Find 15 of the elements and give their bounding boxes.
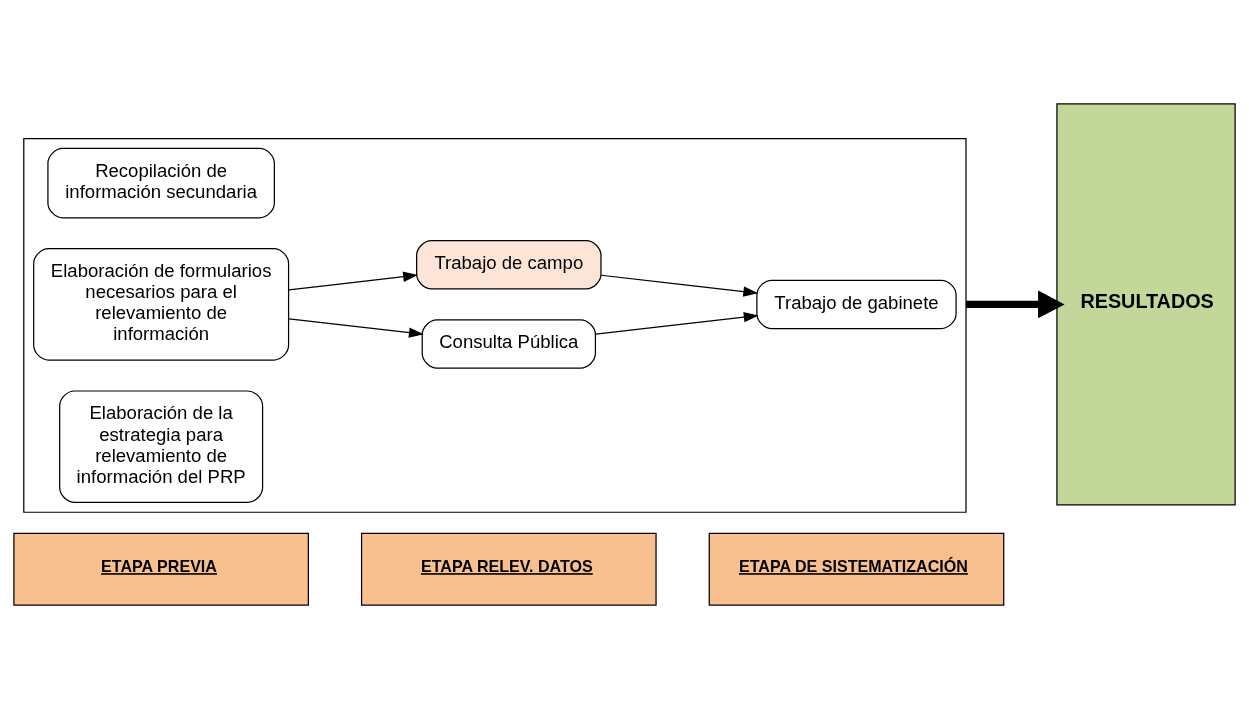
node-box: Elaboración de la estrategia para relevamiento de información del PRP (59, 389, 264, 503)
cluster (23, 137, 967, 513)
arrow (288, 271, 418, 290)
arrow (595, 311, 759, 335)
node-box: Elaboración de formularios necesarios para el relevamiento de información (33, 247, 290, 361)
arrow (288, 317, 424, 338)
node-box: Trabajo de campo (416, 239, 602, 290)
node-box: ETAPA DE SISTEMATIZACIÓN (708, 532, 1005, 606)
node-box: Consulta Pública (421, 318, 597, 369)
node-box: RESULTADOS (1056, 102, 1236, 505)
node-box: Trabajo de gabinete (756, 279, 957, 329)
node-box: Recopilación de información secundaria (47, 147, 275, 218)
arrow (600, 274, 759, 297)
node-box: ETAPA PREVIA (13, 532, 309, 606)
node-box: ETAPA RELEV. DATOS (360, 532, 657, 606)
